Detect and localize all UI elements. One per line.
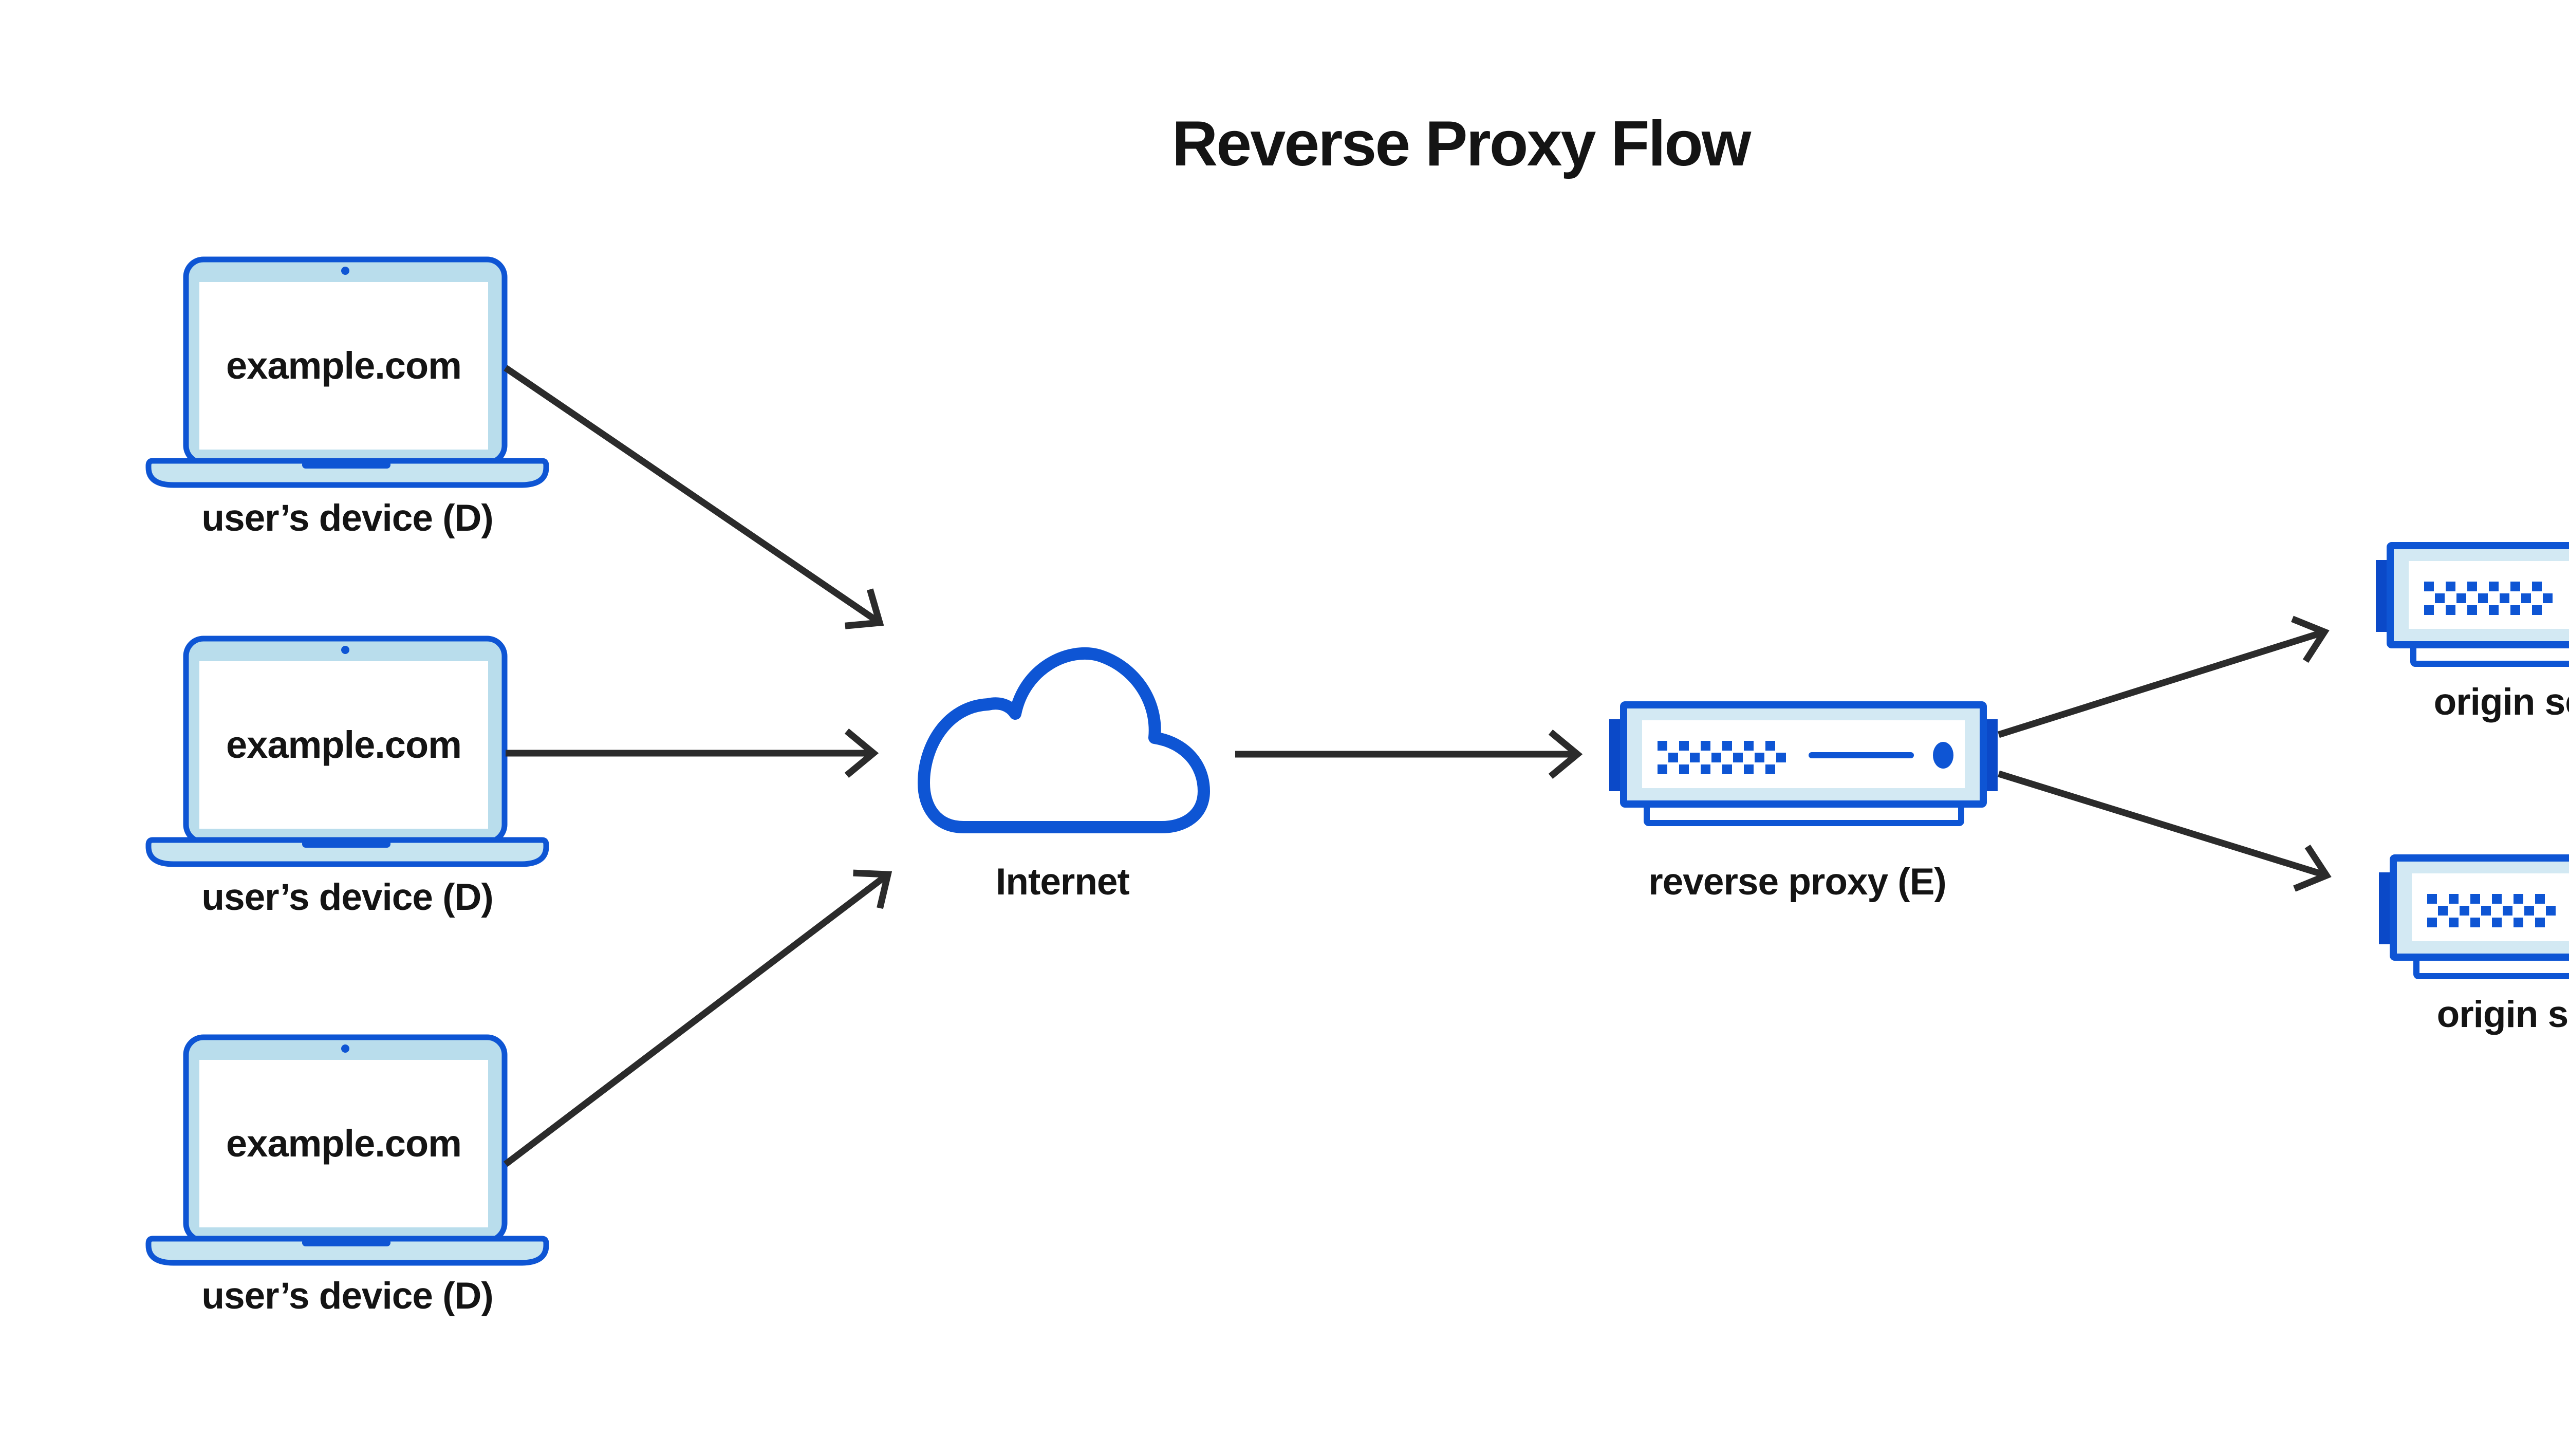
- internet-node: [918, 647, 1210, 833]
- page-title: Reverse Proxy Flow: [1172, 108, 1752, 179]
- server-icon: [2379, 858, 2569, 976]
- origin-server-1: [2376, 546, 2569, 664]
- internet-label: Internet: [996, 861, 1129, 903]
- origin-server-1-label: origin server (F): [2434, 681, 2569, 723]
- device-label: user’s device (D): [201, 876, 493, 918]
- arrow-proxy-to-origin2: [1998, 770, 2332, 892]
- server-icon: [2376, 546, 2569, 664]
- origin-server-2-label: origin server (F): [2437, 994, 2569, 1035]
- device-1: example.com user’s device (D): [148, 259, 546, 539]
- device-label: user’s device (D): [201, 497, 493, 539]
- device-screen-url: example.com: [226, 723, 461, 766]
- origin-server-2: [2379, 858, 2569, 976]
- arrow-device1-to-internet: [504, 365, 884, 629]
- server-icon: [1609, 705, 1998, 823]
- arrow-device3-to-internet: [504, 869, 892, 1167]
- flow-arrows: [504, 365, 2332, 1167]
- device-label: user’s device (D): [201, 1275, 493, 1317]
- device-2: example.com user’s device (D): [148, 639, 546, 918]
- arrow-proxy-to-origin1: [1998, 615, 2330, 738]
- device-3: example.com user’s device (D): [148, 1037, 546, 1317]
- reverse-proxy-label: reverse proxy (E): [1648, 861, 1946, 903]
- device-screen-url: example.com: [226, 1122, 461, 1165]
- device-screen-url: example.com: [226, 344, 461, 387]
- reverse-proxy-node: [1609, 705, 1998, 823]
- cloud-icon: [918, 647, 1210, 833]
